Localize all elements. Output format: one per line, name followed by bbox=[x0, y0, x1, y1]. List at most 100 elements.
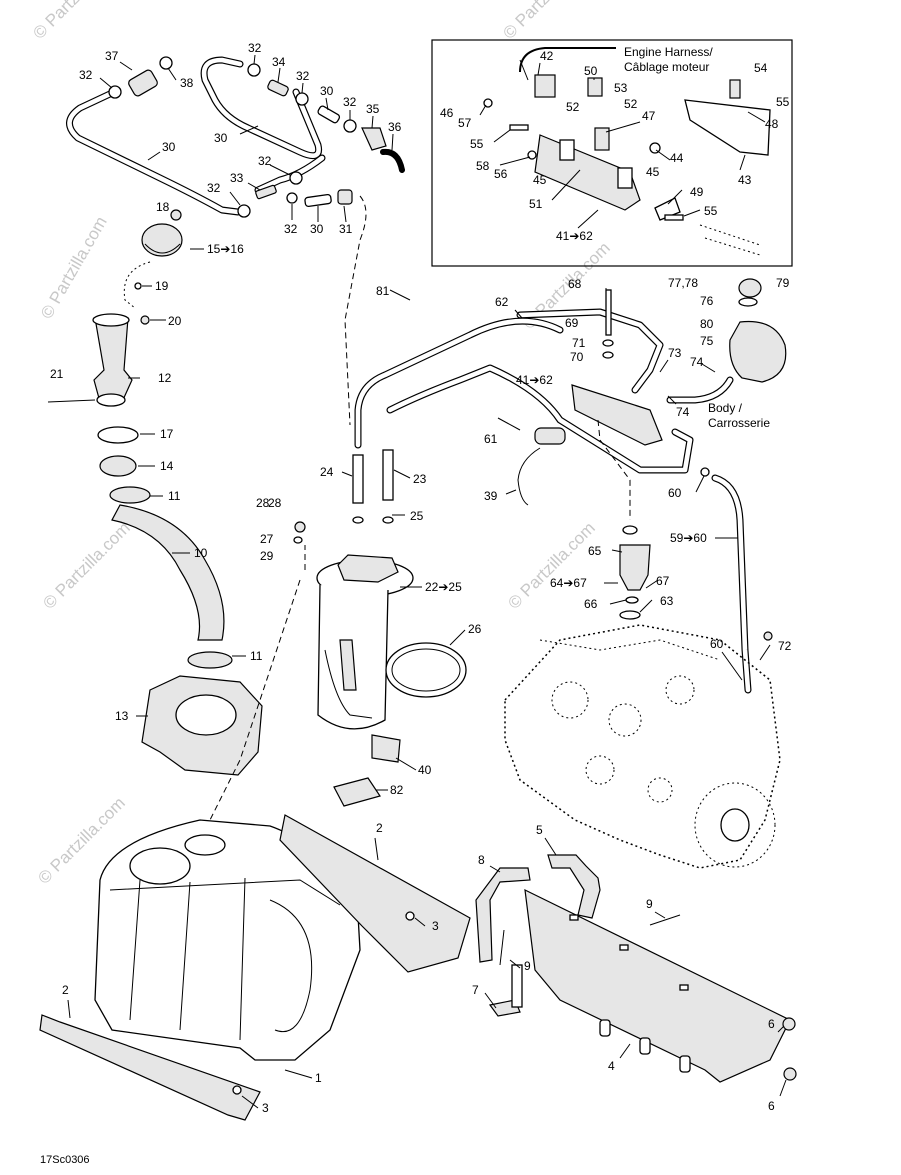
callout-1: 1 bbox=[315, 1071, 322, 1085]
callout-11: 11 bbox=[168, 489, 181, 503]
engine-harness-label: Engine Harness/ bbox=[624, 45, 713, 59]
callout-17: 17 bbox=[160, 427, 174, 441]
nut-6 bbox=[782, 1017, 796, 1031]
fuel-cap-15 bbox=[141, 223, 183, 257]
clamp-32 bbox=[286, 192, 298, 204]
callout-55: 55 bbox=[704, 204, 718, 218]
heat-shield-2 bbox=[279, 814, 471, 973]
callout-20: 20 bbox=[168, 314, 182, 328]
callout-9: 9 bbox=[646, 897, 653, 911]
callout-35: 35 bbox=[366, 102, 380, 116]
hose-24 bbox=[352, 454, 364, 504]
callout-11: 11 bbox=[250, 649, 263, 663]
callout-48: 48 bbox=[765, 117, 779, 131]
fuel-line-assembly bbox=[386, 278, 787, 694]
callout-2: 2 bbox=[376, 821, 383, 835]
callout-4: 4 bbox=[608, 1059, 615, 1073]
callout-10: 10 bbox=[194, 546, 208, 560]
callout-23: 23 bbox=[413, 472, 427, 486]
callout-25: 25 bbox=[410, 509, 424, 523]
nut-6-lower bbox=[783, 1067, 797, 1081]
callout-18: 18 bbox=[156, 200, 170, 214]
callout-57: 57 bbox=[458, 116, 472, 130]
screw-55 bbox=[509, 124, 529, 131]
valve-37 bbox=[128, 69, 158, 97]
callout-24: 24 bbox=[320, 465, 334, 479]
filler-assembly bbox=[47, 209, 263, 776]
callout-77-78: 77,78 bbox=[668, 276, 698, 290]
float-40 bbox=[371, 734, 401, 763]
fuel-tank-assembly bbox=[39, 814, 471, 1121]
callout-70: 70 bbox=[570, 350, 584, 364]
callout-52: 52 bbox=[566, 100, 580, 114]
callout-69: 69 bbox=[565, 316, 579, 330]
callout-5: 5 bbox=[536, 823, 543, 837]
callout-31: 31 bbox=[339, 222, 353, 236]
bolt-54 bbox=[729, 79, 741, 99]
callout-21: 21 bbox=[50, 367, 64, 381]
callout-60: 60 bbox=[668, 486, 682, 500]
callout-40: 40 bbox=[418, 763, 432, 777]
callout-51: 51 bbox=[529, 197, 543, 211]
vent-hose-assembly bbox=[66, 56, 405, 426]
fuel-rail-41 bbox=[571, 384, 663, 446]
callout-56: 56 bbox=[494, 167, 508, 181]
watermarks: © Partzilla.com © Partzilla.com © Partzi… bbox=[29, 0, 613, 888]
callout-43: 43 bbox=[738, 173, 752, 187]
screw-19 bbox=[134, 282, 142, 290]
callout-45: 45 bbox=[646, 165, 660, 179]
callout-32: 32 bbox=[343, 95, 357, 109]
washer-18 bbox=[170, 209, 182, 221]
fitting-31 bbox=[337, 189, 353, 205]
callout-32: 32 bbox=[248, 41, 262, 55]
callout-71: 71 bbox=[572, 336, 586, 350]
injector-45 bbox=[559, 139, 575, 161]
injector-45b bbox=[617, 167, 633, 189]
hose-30-segment bbox=[317, 105, 341, 124]
callout-63: 63 bbox=[660, 594, 674, 608]
nut-20 bbox=[140, 315, 150, 325]
callout-7: 7 bbox=[472, 983, 479, 997]
fitting-38 bbox=[159, 56, 173, 70]
clamp-32 bbox=[295, 92, 309, 106]
cap-72 bbox=[763, 631, 773, 641]
screw-21 bbox=[47, 399, 96, 403]
callout-75: 75 bbox=[700, 334, 714, 348]
callout-33: 33 bbox=[230, 171, 244, 185]
callout-38: 38 bbox=[180, 76, 194, 90]
sensor-42 bbox=[534, 74, 556, 98]
callout-28: 28 bbox=[256, 496, 270, 510]
callout-62: 62 bbox=[495, 295, 509, 309]
heat-shield-2-lower bbox=[39, 1014, 261, 1121]
sensor-50 bbox=[587, 77, 603, 97]
valve-35 bbox=[361, 127, 387, 151]
callout-81: 81 bbox=[376, 284, 390, 298]
callout-39: 39 bbox=[484, 489, 498, 503]
callout-26: 26 bbox=[468, 622, 482, 636]
filler-neck-12 bbox=[93, 317, 133, 403]
callout-73: 73 bbox=[668, 346, 682, 360]
reservoir-75 bbox=[729, 320, 787, 383]
fuel-pump-module bbox=[199, 317, 564, 841]
callout-58: 58 bbox=[476, 159, 490, 173]
callout-6: 6 bbox=[768, 1099, 775, 1113]
callout-50: 50 bbox=[584, 64, 598, 78]
callout-30: 30 bbox=[214, 131, 228, 145]
callout-52: 52 bbox=[624, 97, 638, 111]
callout-32: 32 bbox=[207, 181, 221, 195]
callout-80: 80 bbox=[700, 317, 714, 331]
drawing-code: 17Sc0306 bbox=[40, 1154, 90, 1166]
screw-55c bbox=[664, 214, 684, 221]
body-label-fr: Carrosserie bbox=[708, 416, 770, 430]
callout-55: 55 bbox=[470, 137, 484, 151]
callout-45: 45 bbox=[533, 173, 547, 187]
callout-53: 53 bbox=[614, 81, 628, 95]
callout-32: 32 bbox=[79, 68, 93, 82]
hose-30-short bbox=[304, 193, 332, 208]
callout-54: 54 bbox=[754, 61, 768, 75]
callout-82: 82 bbox=[390, 783, 404, 797]
callout-65: 65 bbox=[588, 544, 602, 558]
callout-32: 32 bbox=[258, 154, 272, 168]
strap-5 bbox=[547, 854, 601, 919]
callout-42: 42 bbox=[540, 49, 554, 63]
